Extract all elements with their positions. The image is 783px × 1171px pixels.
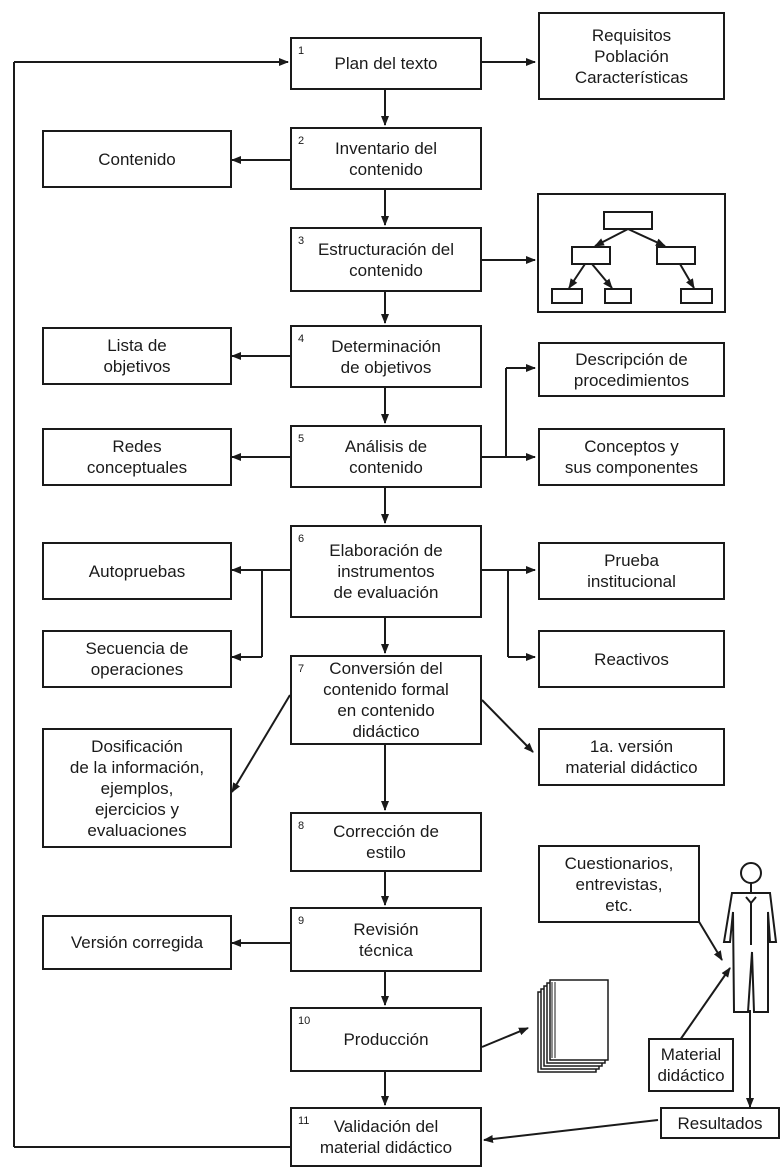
hierarchy-tree-icon: [537, 193, 726, 313]
output-material-didactico: Material didáctico: [648, 1038, 734, 1092]
step-number: 2: [298, 135, 305, 147]
step-label: Plan del texto: [334, 54, 438, 73]
step-number: 9: [298, 915, 305, 927]
step-number: 11: [298, 1115, 310, 1127]
stack-of-books-icon: [537, 979, 609, 1073]
output-lista-objetivos: Lista de objetivos: [42, 327, 232, 385]
step-number: 3: [298, 235, 305, 247]
output-secuencia: Secuencia de operaciones: [42, 630, 232, 688]
output-reactivos: Reactivos: [538, 630, 725, 688]
output-contenido: Contenido: [42, 130, 232, 188]
step-number: 4: [298, 333, 305, 345]
step-estructuracion: 3 Estructuración del contenido: [290, 227, 482, 292]
step-label: Corrección de estilo: [333, 822, 439, 862]
output-primera-version: 1a. versión material didáctico: [538, 728, 725, 786]
step-analisis: 5 Análisis de contenido: [290, 425, 482, 488]
step-label: Elaboración de instrumentos de evaluació…: [329, 541, 443, 602]
step-produccion: 10 Producción: [290, 1007, 482, 1072]
output-requisitos: Requisitos Población Características: [538, 12, 725, 100]
step-label: Revisión técnica: [353, 919, 419, 960]
step-determinacion: 4 Determinación de objetivos: [290, 325, 482, 388]
step-label: Estructuración del contenido: [317, 239, 455, 280]
step-number: 8: [298, 820, 305, 832]
step-plan-del-texto: 1 Plan del texto: [290, 37, 482, 90]
step-revision: 9 Revisión técnica: [290, 907, 482, 972]
step-label: Producción: [343, 1030, 429, 1049]
step-number: 1: [298, 45, 305, 57]
step-number: 5: [298, 433, 305, 445]
step-conversion: 7 Conversión del contenido formal en con…: [290, 655, 482, 745]
step-label: Validación del material didáctico: [319, 1117, 453, 1157]
output-prueba-institucional: Prueba institucional: [538, 542, 725, 600]
step-label: Inventario del contenido: [334, 138, 438, 179]
output-version-corregida: Versión corregida: [42, 915, 232, 970]
output-descripcion: Descripción de procedimientos: [538, 342, 725, 397]
output-conceptos: Conceptos y sus componentes: [538, 428, 725, 486]
step-label: Análisis de contenido: [344, 436, 428, 477]
step-validacion: 11 Validación del material didáctico: [290, 1107, 482, 1167]
step-label: Determinación de objetivos: [331, 336, 441, 377]
step-number: 6: [298, 533, 305, 545]
step-inventario: 2 Inventario del contenido: [290, 127, 482, 190]
step-label: Conversión del contenido formal en conte…: [323, 659, 449, 741]
step-elaboracion: 6 Elaboración de instrumentos de evaluac…: [290, 525, 482, 618]
step-number: 7: [298, 663, 305, 675]
output-redes: Redes conceptuales: [42, 428, 232, 486]
output-dosificacion: Dosificación de la información, ejemplos…: [42, 728, 232, 848]
person-figure-icon: [722, 862, 778, 1013]
output-resultados: Resultados: [660, 1107, 780, 1139]
output-autopruebas: Autopruebas: [42, 542, 232, 600]
output-cuestionarios: Cuestionarios, entrevistas, etc.: [538, 845, 700, 923]
step-number: 10: [298, 1015, 311, 1027]
step-correccion: 8 Corrección de estilo: [290, 812, 482, 872]
